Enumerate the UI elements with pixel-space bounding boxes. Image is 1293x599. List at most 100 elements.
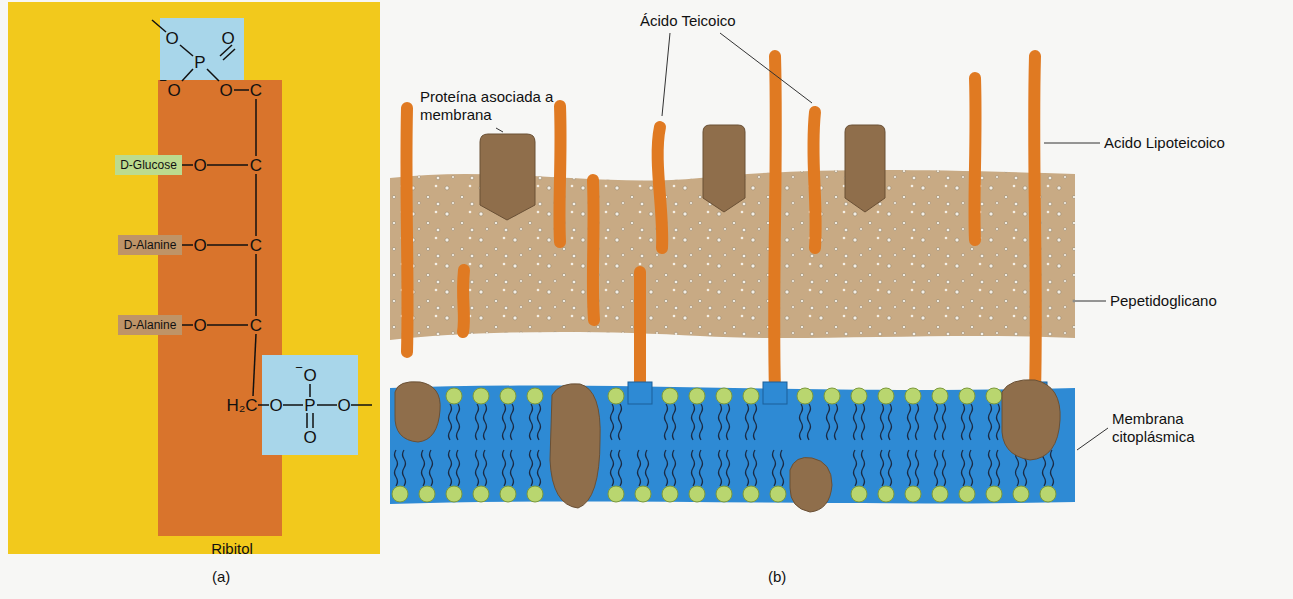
lipid-tail <box>503 450 506 486</box>
atom-symbol: C <box>250 317 262 334</box>
lipid-head <box>716 388 732 404</box>
lipid-head <box>446 388 462 404</box>
lipid-head <box>797 388 813 404</box>
lipid-head <box>527 486 543 502</box>
lipid-tail <box>619 450 622 486</box>
panel-letter: (b) <box>768 568 786 586</box>
lipid-head <box>986 486 1002 502</box>
lipid-tail <box>449 450 452 486</box>
lipid-head <box>851 388 867 404</box>
phosphate-box: −OOPOO <box>262 355 358 455</box>
teichoic-rods <box>406 56 1035 392</box>
lipid-tail <box>916 404 919 440</box>
sugar-name: D-Alanine <box>124 238 177 252</box>
atom-symbol: P <box>194 54 205 71</box>
lipid-tail <box>989 404 992 440</box>
lipid-tail <box>862 404 865 440</box>
lipid-tail <box>719 404 722 440</box>
alanine-box: D-Alanine <box>118 235 182 255</box>
lipid-tail <box>862 450 865 486</box>
lipid-tail <box>916 450 919 486</box>
lipid-tail <box>854 404 857 440</box>
atom-symbol: O <box>303 429 316 446</box>
lipid-head <box>878 388 894 404</box>
atom-symbol: P <box>304 397 315 414</box>
lipid-tail <box>395 450 398 486</box>
lipid-head <box>662 486 678 502</box>
lipid-tail <box>665 450 668 486</box>
lipid-molecules <box>392 388 1056 502</box>
lipid-tail <box>673 450 676 486</box>
lipid-tail <box>781 450 784 486</box>
lipid-head <box>446 486 462 502</box>
lipid-tail <box>430 450 433 486</box>
atom-symbol: O <box>167 82 180 99</box>
lipid-tail <box>1051 450 1054 486</box>
part-label: Pepetidoglicano <box>1110 292 1217 310</box>
lipid-tail <box>611 404 614 440</box>
lipid-tail <box>962 450 965 486</box>
lipid-tail <box>484 450 487 486</box>
lipid-head <box>419 486 435 502</box>
lipid-tail <box>908 404 911 440</box>
lipid-tail <box>827 404 830 440</box>
lipid-head <box>851 486 867 502</box>
lipid-tail <box>457 450 460 486</box>
lipid-head <box>878 486 894 502</box>
lipid-head <box>662 388 678 404</box>
lipid-tail <box>889 450 892 486</box>
backbone-name: Ribitol <box>211 541 253 556</box>
atom-symbol: C <box>250 82 262 99</box>
lipid-tail <box>476 404 479 440</box>
lipid-tail <box>638 450 641 486</box>
lipid-head <box>905 388 921 404</box>
lipid-tail <box>962 404 965 440</box>
alanine-box: D-Alanine <box>118 315 182 335</box>
lipid-head <box>743 388 759 404</box>
atom-symbol: O <box>269 397 282 414</box>
lipid-head <box>608 486 624 502</box>
lipid-head <box>500 388 516 404</box>
lipid-tail <box>754 404 757 440</box>
lipid-tail <box>808 404 811 440</box>
lipid-tail <box>889 404 892 440</box>
lipid-tail <box>700 404 703 440</box>
part-label: Acido Lipoteicoico <box>1104 134 1225 152</box>
glucose-box: D-Glucose <box>115 155 182 175</box>
lipid-head <box>689 486 705 502</box>
ribitol-backbone: COCOCOCH₂CRibitol <box>158 80 282 536</box>
part-label: Proteína asociada a membrana <box>420 88 570 124</box>
atom-symbol: O <box>303 367 316 384</box>
lipid-head <box>608 388 624 404</box>
lipid-tail <box>773 450 776 486</box>
lipid-anchors <box>628 382 1047 404</box>
lipid-tail <box>719 450 722 486</box>
part-label: Membrana citoplásmica <box>1112 410 1237 446</box>
atom-symbol: O <box>193 157 206 174</box>
lipid-tail <box>692 404 695 440</box>
lipid-tail <box>538 404 541 440</box>
lipid-tail <box>503 404 506 440</box>
atom-symbol: O <box>219 82 232 99</box>
lipid-head <box>770 486 786 502</box>
lipid-head <box>959 486 975 502</box>
lipid-head <box>689 388 705 404</box>
lipid-tail <box>727 404 730 440</box>
atom-symbol: O <box>193 317 206 334</box>
lipid-tail <box>908 450 911 486</box>
lipid-head <box>473 388 489 404</box>
lipid-head <box>527 388 543 404</box>
lipid-head <box>959 388 975 404</box>
lipid-tail <box>422 450 425 486</box>
atom-symbol: − <box>295 361 303 374</box>
lipid-tail <box>943 404 946 440</box>
lipid-head <box>500 486 516 502</box>
lipid-tail <box>476 450 479 486</box>
lipid-tail <box>943 450 946 486</box>
lipid-tail <box>881 404 884 440</box>
lipid-head <box>932 486 948 502</box>
sugar-name: D-Glucose <box>120 158 177 172</box>
lipid-tail <box>449 404 452 440</box>
lipid-tail <box>538 450 541 486</box>
